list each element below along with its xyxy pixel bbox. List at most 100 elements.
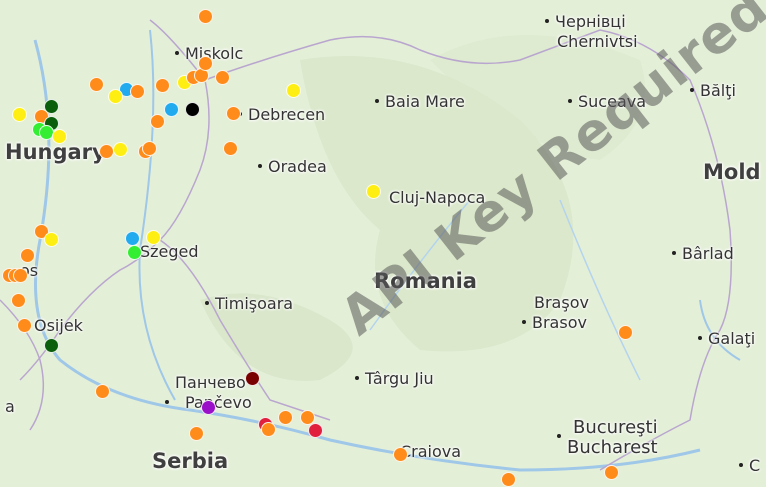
city-dot-icon (557, 434, 561, 438)
city-label: Панчево (175, 373, 246, 392)
country-romania: Romania (374, 269, 477, 293)
city-dot-icon (258, 163, 262, 168)
city-label: Cluj-Napoca (389, 188, 486, 207)
marker-orange[interactable] (215, 70, 230, 85)
marker-orange[interactable] (189, 426, 204, 441)
marker-orange[interactable] (223, 141, 238, 156)
marker-orange[interactable] (150, 114, 165, 129)
city-label-latin: Bucharest (567, 437, 658, 458)
city-dot-icon (690, 87, 694, 92)
city-oradea: Oradea (258, 158, 327, 176)
city-dot-icon (165, 399, 169, 404)
marker-yellow[interactable] (12, 107, 27, 122)
marker-orange[interactable] (604, 465, 619, 480)
city-label: Debrecen (248, 105, 326, 124)
city-label: Bălţi (700, 81, 736, 100)
city-osijek: Osijek (24, 317, 83, 335)
marker-purple[interactable] (201, 400, 216, 415)
city-dot-icon (175, 50, 179, 55)
marker-yellow[interactable] (366, 184, 381, 199)
marker-orange[interactable] (198, 9, 213, 24)
marker-yellow[interactable] (52, 129, 67, 144)
city-dot-icon (672, 250, 676, 255)
marker-darkgreen[interactable] (44, 338, 59, 353)
city-label: Bucureşti (573, 417, 658, 438)
city-targu-jiu: Târgu Jiu (355, 370, 434, 388)
city-label: Suceava (578, 92, 647, 111)
city-suceava: Suceava (568, 93, 646, 111)
marker-darkgreen[interactable] (44, 99, 59, 114)
marker-green[interactable] (127, 245, 142, 260)
marker-orange[interactable] (11, 293, 26, 308)
city-label: Târgu Jiu (365, 369, 434, 388)
marker-orange[interactable] (501, 472, 516, 487)
marker-crimson[interactable] (308, 423, 323, 438)
city-label: Timişoara (215, 294, 294, 313)
marker-blue[interactable] (164, 102, 179, 117)
country-serbia: Serbia (152, 449, 229, 473)
marker-orange[interactable] (99, 144, 114, 159)
city-label: Craiova (400, 442, 462, 461)
city-dot-icon (355, 375, 359, 380)
marker-orange[interactable] (89, 77, 104, 92)
city-edge-c: C (739, 457, 760, 475)
marker-orange[interactable] (261, 422, 276, 437)
marker-orange[interactable] (226, 106, 241, 121)
city-dot-icon (205, 300, 209, 305)
city-szeged: Szeged (140, 243, 199, 261)
marker-orange[interactable] (142, 141, 157, 156)
marker-darkred[interactable] (245, 371, 260, 386)
city-label: a (5, 397, 15, 416)
city-label-latin: Brasov (532, 313, 587, 332)
city-timisoara: Timişoara (205, 295, 293, 313)
city-label: Osijek (34, 316, 83, 335)
city-dot-icon (522, 319, 526, 324)
marker-yellow[interactable] (44, 232, 59, 247)
city-baia-mare: Baia Mare (375, 93, 465, 111)
city-debrecen: Debrecen (238, 106, 325, 124)
city-label: Szeged (140, 242, 199, 261)
marker-orange[interactable] (155, 78, 170, 93)
marker-orange[interactable] (278, 410, 293, 425)
city-label: Baia Mare (385, 92, 465, 111)
marker-yellow[interactable] (286, 83, 301, 98)
marker-orange[interactable] (618, 325, 633, 340)
marker-orange[interactable] (13, 268, 28, 283)
marker-blue[interactable] (125, 231, 140, 246)
city-dot-icon (698, 335, 702, 340)
marker-orange[interactable] (95, 384, 110, 399)
city-cluj: Cluj-Napoca (389, 189, 485, 207)
marker-orange[interactable] (393, 447, 408, 462)
marker-orange[interactable] (130, 84, 145, 99)
marker-yellow[interactable] (113, 142, 128, 157)
city-dot-icon (568, 98, 572, 103)
city-label: Galaţi (708, 329, 756, 348)
city-barlad: Bârlad (672, 245, 734, 263)
city-edge-a: a (5, 398, 15, 416)
city-label: Miskolc (185, 44, 244, 63)
city-label-latin: Chernivtsi (557, 32, 638, 51)
city-label: Bârlad (682, 244, 734, 263)
marker-orange[interactable] (300, 410, 315, 425)
marker-yellow[interactable] (146, 230, 161, 245)
city-balti: Bălţi (690, 82, 736, 100)
city-label: Oradea (268, 157, 327, 176)
city-craiova: Craiova (400, 443, 461, 461)
marker-orange[interactable] (20, 248, 35, 263)
city-dot-icon (545, 18, 549, 23)
marker-black[interactable] (185, 102, 200, 117)
city-label: Чернівці (555, 12, 626, 31)
marker-orange[interactable] (198, 56, 213, 71)
city-dot-icon (375, 98, 379, 103)
country-moldova: Mold (703, 160, 761, 184)
city-galati: Galaţi (698, 330, 755, 348)
marker-orange[interactable] (17, 318, 32, 333)
city-label: Braşov (534, 293, 589, 312)
marker-yellow[interactable] (108, 89, 123, 104)
city-dot-icon (739, 462, 743, 467)
country-hungary: Hungary (5, 140, 106, 164)
